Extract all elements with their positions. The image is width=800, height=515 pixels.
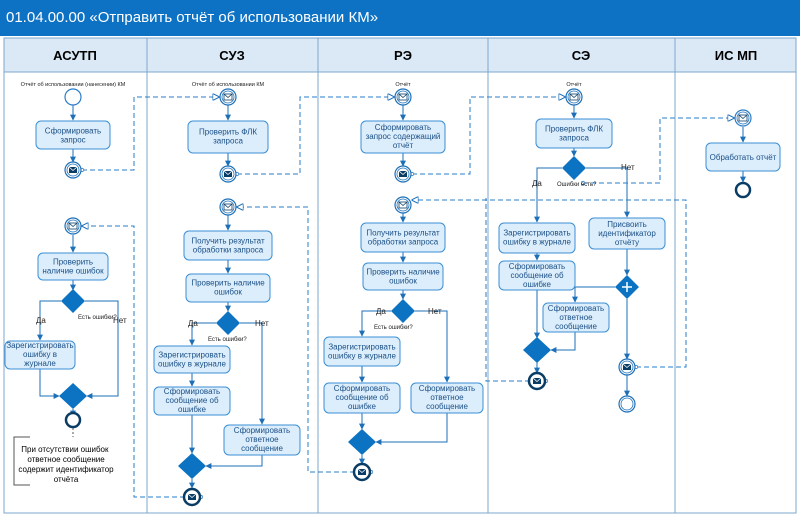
start-event-asutp bbox=[64, 88, 82, 106]
message-throw-suz-1-icon bbox=[219, 165, 237, 183]
message-label-se: Отчёт bbox=[566, 82, 582, 88]
end-event-ismp bbox=[734, 181, 752, 199]
task-asutp-register bbox=[4, 340, 76, 370]
gateway-asutp-errors bbox=[61, 289, 85, 313]
annotation: При отсутствии ошибок ответное сообщение… bbox=[13, 428, 114, 486]
gw-label-re-yes: Да bbox=[376, 307, 386, 316]
message-throw-asutp-icon bbox=[64, 161, 82, 179]
message-throw-re-1-icon bbox=[394, 165, 412, 183]
task-suz-flk bbox=[187, 120, 269, 154]
message-end-re-icon bbox=[352, 462, 372, 482]
task-re-get bbox=[360, 222, 446, 253]
gw-label-re-question: Есть ошибки? bbox=[374, 325, 413, 331]
message-catch-re-1-icon bbox=[394, 88, 412, 106]
diagram-title: 01.04.00.00 «Отправить отчёт об использо… bbox=[6, 9, 379, 26]
message-events bbox=[64, 88, 750, 507]
gw-label-se-yes: Да bbox=[532, 179, 542, 188]
message-catch-ismp-icon bbox=[736, 111, 750, 125]
message-label-asutp: Отчёт об использовании (нанесении) КМ bbox=[21, 82, 126, 88]
task-suz-get bbox=[183, 230, 273, 261]
task-suz-check bbox=[185, 273, 271, 303]
task-se-flk bbox=[535, 118, 613, 149]
annotation-text: При отсутствии ошибок bbox=[21, 445, 109, 454]
task-se-err-msg bbox=[498, 260, 576, 291]
message-catch-re-2-icon bbox=[394, 196, 412, 214]
gw-label-suz-no: Нет bbox=[255, 319, 269, 328]
end-event-asutp bbox=[64, 411, 82, 429]
lane-asutp: АСУТП bbox=[53, 48, 97, 63]
message-catch-asutp-2-icon bbox=[64, 217, 82, 235]
task-suz-err-msg bbox=[153, 386, 231, 416]
task-re-check bbox=[362, 262, 444, 291]
message-end-se-icon bbox=[527, 371, 547, 391]
task-se-assign bbox=[588, 217, 666, 250]
gw-label-asutp-no: Нет bbox=[113, 316, 127, 325]
gw-label-suz-yes: Да bbox=[188, 319, 198, 328]
gw-label-suz-question: Есть ошибки? bbox=[208, 337, 247, 343]
message-catch-suz-2-icon bbox=[219, 198, 237, 216]
title-bar: 01.04.00.00 «Отправить отчёт об использо… bbox=[0, 0, 800, 36]
gateway-suz-merge bbox=[178, 453, 206, 479]
lane-se: СЭ bbox=[572, 48, 590, 63]
task-se-reply bbox=[542, 302, 610, 333]
message-flows bbox=[82, 97, 734, 497]
task-asutp-check bbox=[37, 252, 109, 281]
svg-text:При отсутствии ошибок от: При отсутствии ошибок ответное сообщение… bbox=[18, 445, 114, 484]
lane-suz: СУЗ bbox=[219, 48, 244, 63]
task-suz-register bbox=[153, 345, 231, 374]
message-label-re: Отчёт bbox=[395, 82, 411, 88]
task-re-err-msg bbox=[323, 382, 401, 414]
gateway-re-merge bbox=[348, 429, 376, 455]
task-asutp-form bbox=[35, 120, 111, 150]
gw-label-asutp-question: Есть ошибки? bbox=[78, 315, 117, 321]
gw-label-re-no: Нет bbox=[428, 307, 442, 316]
label-ismp-process: Обработать отчёт bbox=[710, 153, 777, 162]
gateway-se-errors bbox=[562, 156, 586, 180]
message-catch-suz-1-icon bbox=[219, 88, 237, 106]
lane-re: РЭ bbox=[394, 48, 412, 63]
gw-label-se-question: Ошибки есть? bbox=[557, 182, 597, 188]
task-suz-reply bbox=[223, 424, 301, 456]
message-throw-se-icon bbox=[618, 358, 636, 376]
message-end-suz-icon bbox=[182, 487, 202, 507]
gateway-se-merge bbox=[523, 337, 551, 363]
message-catch-se-1-icon bbox=[565, 88, 583, 106]
task-se-register bbox=[498, 222, 576, 254]
gateway-re-errors bbox=[391, 299, 415, 323]
gateway-asutp-merge bbox=[59, 383, 87, 409]
task-re-reply bbox=[410, 382, 484, 414]
gw-label-se-no: Нет bbox=[621, 163, 635, 172]
lane-ismp: ИС МП bbox=[715, 48, 758, 63]
task-re-form bbox=[360, 120, 446, 154]
end-event-se-inner bbox=[620, 397, 634, 411]
task-ismp-process bbox=[705, 142, 781, 172]
gateway-se-parallel bbox=[615, 275, 639, 299]
message-label-suz: Отчёт об использовании КМ bbox=[192, 82, 265, 88]
gw-label-asutp-yes: Да bbox=[36, 316, 46, 325]
gateway-suz-errors bbox=[216, 311, 240, 335]
task-re-register bbox=[323, 336, 401, 367]
